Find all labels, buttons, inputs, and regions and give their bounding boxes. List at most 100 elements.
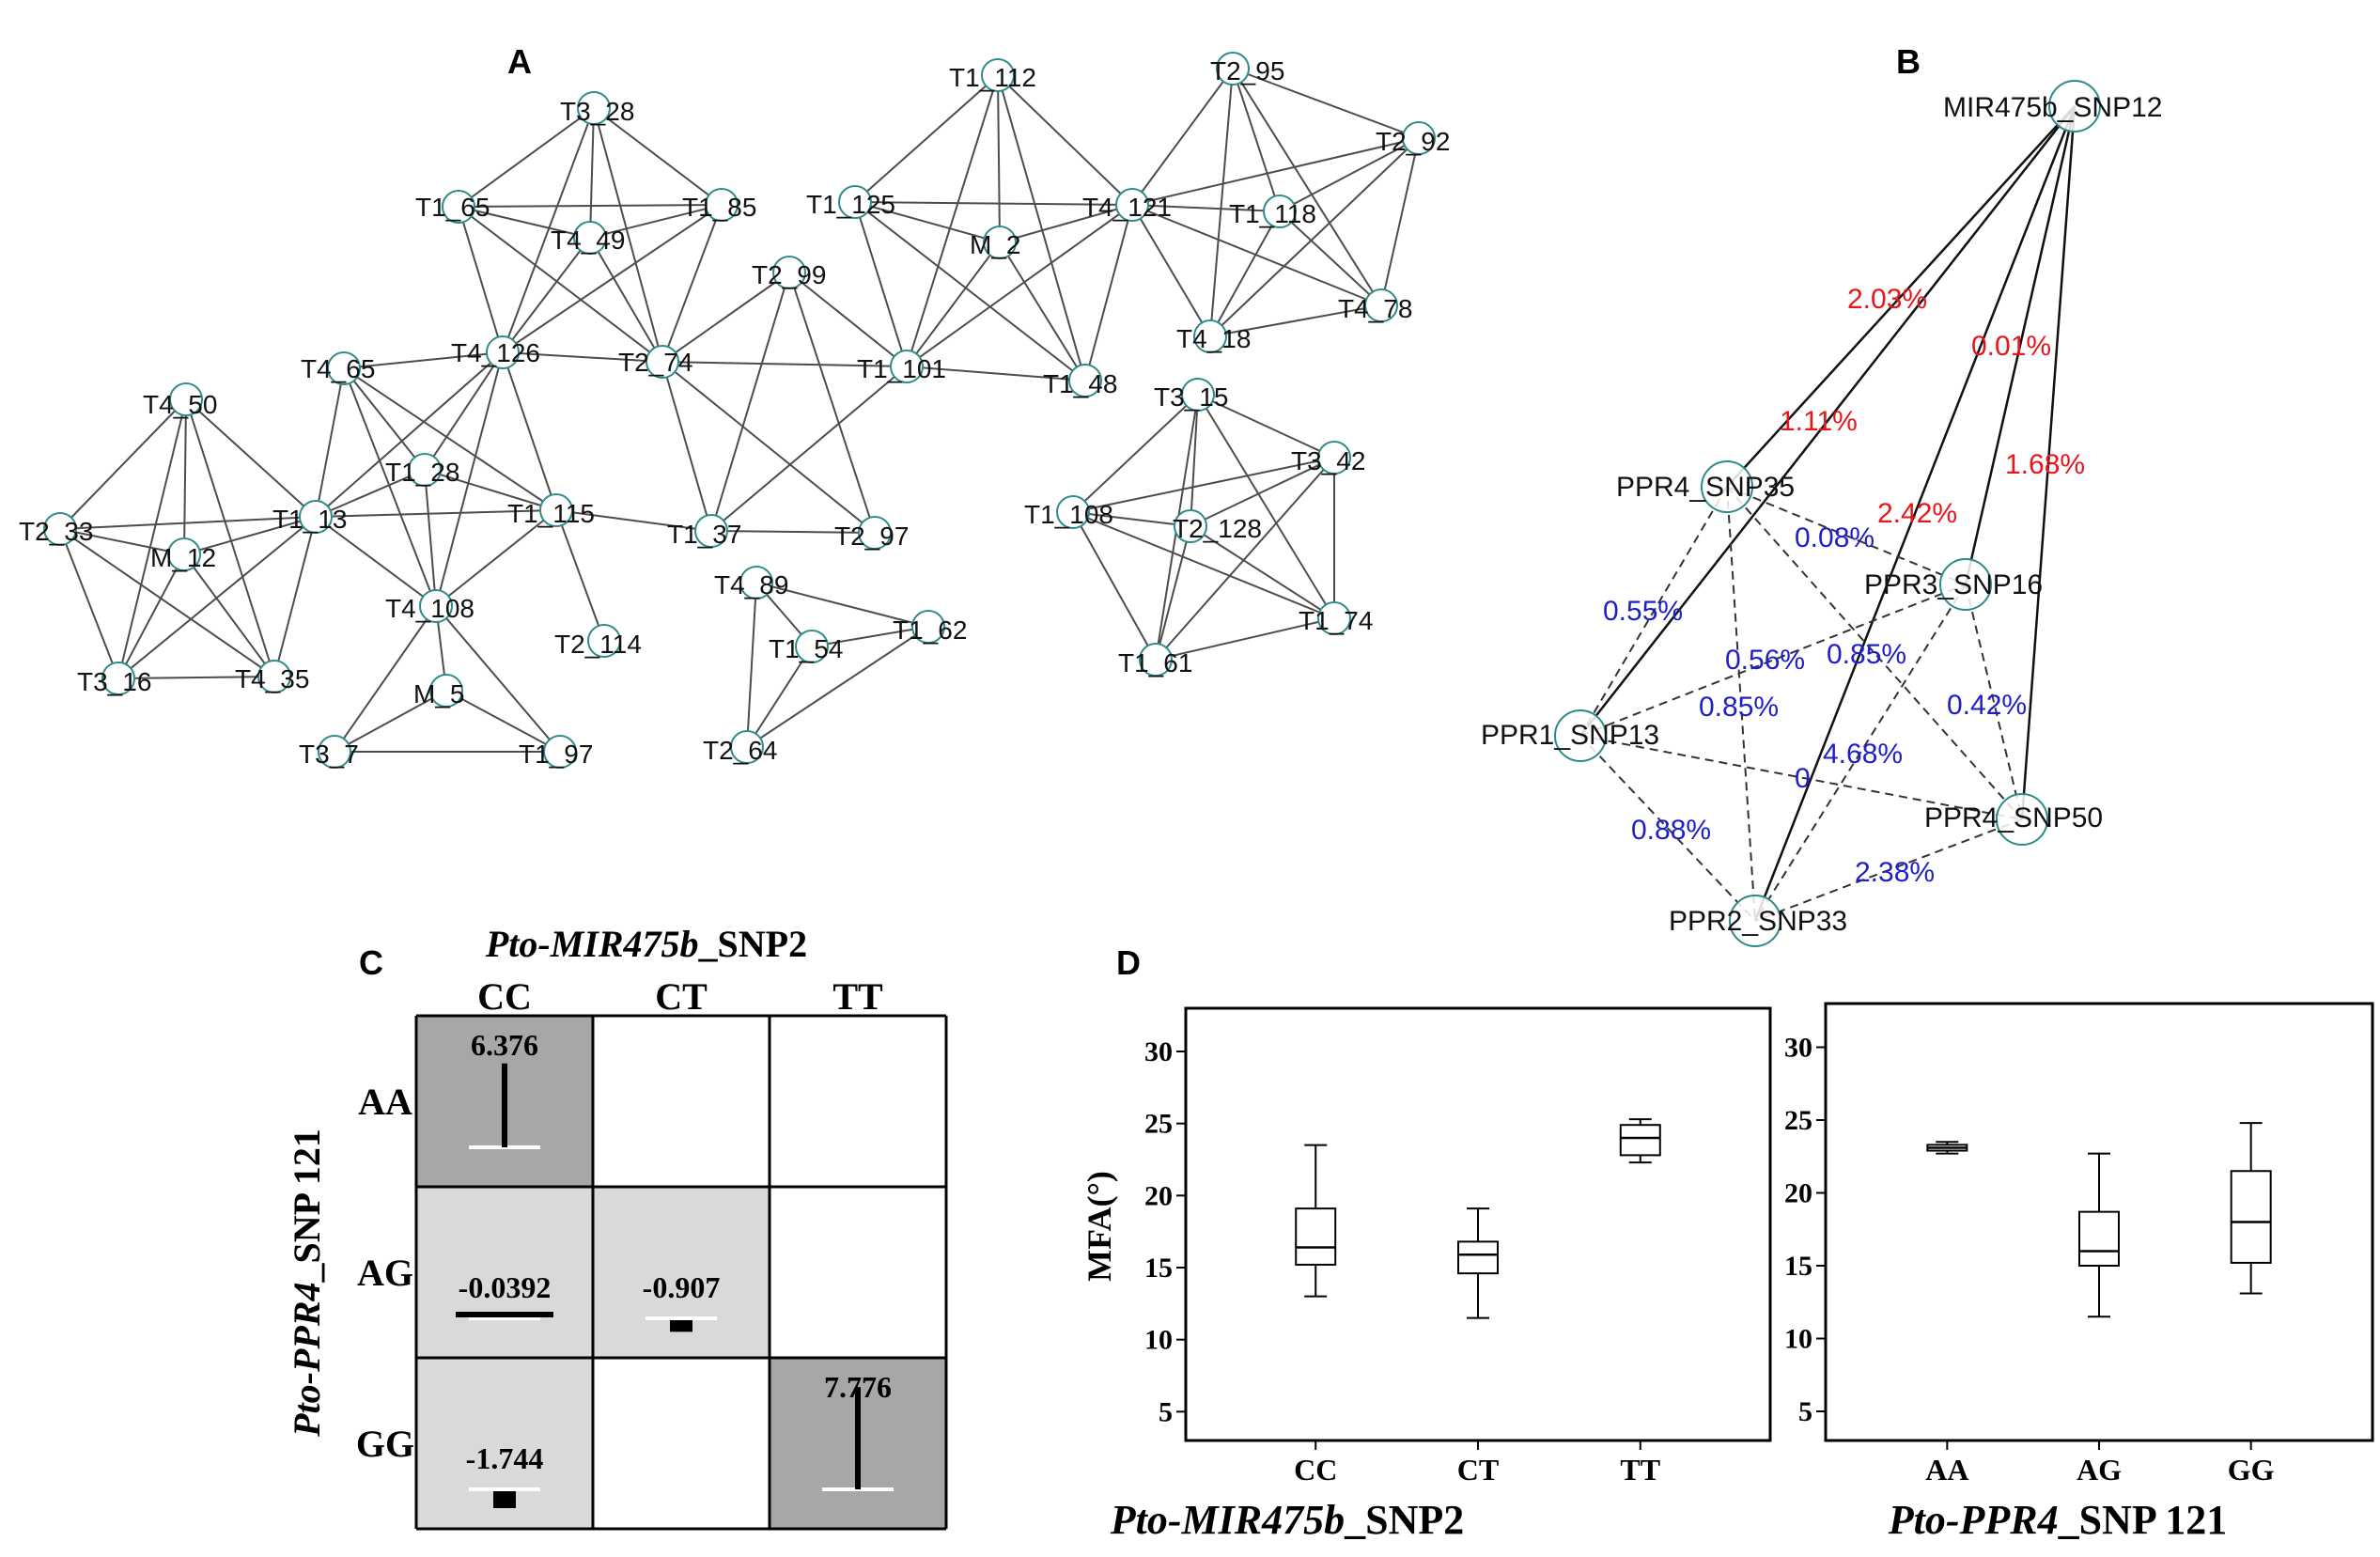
network-node — [587, 624, 621, 658]
network-edge — [710, 366, 908, 532]
network-edge — [997, 74, 1086, 381]
network-edge — [424, 469, 557, 511]
panel-label-b: B — [1896, 42, 1921, 81]
network-edge — [1209, 304, 1382, 337]
network-node — [838, 185, 872, 219]
node-label-t3-42: T3_42 — [1291, 446, 1365, 475]
network-b-edge-labels: 1.11%2.03%0.01%2.42%1.68%0.55%0.08%0.56%… — [1603, 284, 2085, 888]
edge-label: 4.68% — [1823, 739, 1903, 770]
node-label-m-5: M_5 — [413, 679, 464, 708]
network-edge — [755, 582, 929, 628]
node-label-t1-61: T1_61 — [1118, 648, 1192, 677]
grid-col-header: TT — [832, 975, 883, 1018]
box — [2230, 1170, 2272, 1264]
x-tick-label: GG — [2228, 1453, 2275, 1487]
network-edge — [435, 351, 504, 607]
network-edge — [458, 206, 504, 353]
effect-bar — [493, 1491, 516, 1508]
network-node — [408, 453, 442, 487]
network-node — [318, 735, 351, 769]
solid-edge — [1579, 105, 2076, 737]
network-node — [419, 589, 453, 623]
y-tick-label: 15 — [1784, 1251, 1812, 1282]
solid-edge — [1964, 105, 2077, 585]
x-tick-label: CT — [1457, 1453, 1499, 1487]
x-tick-label: TT — [1620, 1453, 1660, 1487]
y-tick-label: 10 — [1144, 1325, 1173, 1356]
network-edge — [997, 74, 1133, 206]
network-node — [1729, 895, 1781, 947]
network-node — [1554, 709, 1607, 762]
edge-label: 0.88% — [1631, 815, 1711, 846]
node-label-t1-65: T1_65 — [415, 193, 490, 222]
network-edge — [117, 676, 275, 679]
network-node — [573, 221, 607, 255]
node-label-mir475b-snp12: MIR475b_SNP12 — [1943, 92, 2162, 123]
network-a-edges — [59, 68, 1420, 753]
network-edge — [458, 206, 663, 363]
node-label-t1-118: T1_118 — [1229, 199, 1316, 228]
box — [1619, 1124, 1661, 1157]
panel-label-c: C — [359, 943, 383, 982]
node-label-t1-125: T1_125 — [806, 190, 895, 219]
node-label-t4-18: T4_18 — [1176, 324, 1251, 353]
network-node — [577, 91, 611, 125]
network-edge — [710, 530, 876, 534]
network-edge — [906, 74, 999, 367]
network-node — [1402, 121, 1436, 155]
network-edge — [183, 398, 187, 555]
network-node — [911, 610, 945, 644]
x-tick-label: AA — [1925, 1453, 1968, 1487]
network-edge — [1072, 511, 1157, 661]
edge-label: 1.68% — [2005, 449, 2085, 480]
edge-label: 0 — [1795, 763, 1811, 794]
network-node — [739, 566, 773, 599]
network-b: 1.11%2.03%0.01%2.42%1.68%0.55%0.08%0.56%… — [1481, 80, 2162, 947]
network-node — [983, 226, 1017, 259]
network-node — [1139, 643, 1173, 677]
node-label-t4-121: T4_121 — [1082, 193, 1172, 222]
network-edge — [1155, 617, 1335, 661]
network-edge — [59, 528, 185, 555]
network-edge — [1232, 68, 1281, 212]
node-label-t4-50: T4_50 — [143, 390, 217, 419]
network-node — [772, 256, 806, 289]
edge-label: 0.85% — [1827, 639, 1906, 670]
dashed-edge — [1726, 486, 2023, 820]
node-label-t4-78: T4_78 — [1338, 294, 1412, 323]
network-edge — [1197, 394, 1335, 619]
network-edge — [315, 469, 426, 518]
network-edge — [59, 528, 119, 679]
network-node — [890, 350, 924, 383]
node-label-t1-28: T1_28 — [385, 458, 459, 487]
network-b-nodes: MIR475b_SNP12PPR4_SNP35PPR3_SNP16PPR1_SN… — [1481, 80, 2162, 947]
network-node — [2048, 80, 2101, 132]
network-edge — [1190, 457, 1335, 527]
network-edge — [1190, 525, 1335, 619]
network-edge — [1072, 457, 1335, 513]
network-edge — [343, 367, 437, 607]
network-edge — [1190, 394, 1199, 527]
network-edge — [343, 367, 557, 511]
network-edge — [997, 74, 1001, 243]
effect-value: -0.907 — [643, 1270, 721, 1304]
network-node — [858, 516, 892, 550]
grid-col-header: CC — [477, 975, 532, 1018]
dashed-edge — [1579, 735, 2023, 820]
edge-label: 2.42% — [1877, 498, 1957, 529]
network-node — [1115, 188, 1149, 222]
network-edge — [906, 241, 1001, 367]
network-edge — [589, 237, 663, 363]
network-edge — [424, 351, 504, 471]
network-edge — [59, 516, 317, 530]
network-node — [299, 500, 333, 534]
node-label-t2-92: T2_92 — [1376, 127, 1450, 156]
network-edge — [1209, 68, 1234, 337]
node-label-t2-95: T2_95 — [1210, 56, 1284, 86]
network-node — [1996, 793, 2048, 846]
network-edge — [343, 351, 504, 369]
y-tick-label: 5 — [1798, 1396, 1812, 1427]
